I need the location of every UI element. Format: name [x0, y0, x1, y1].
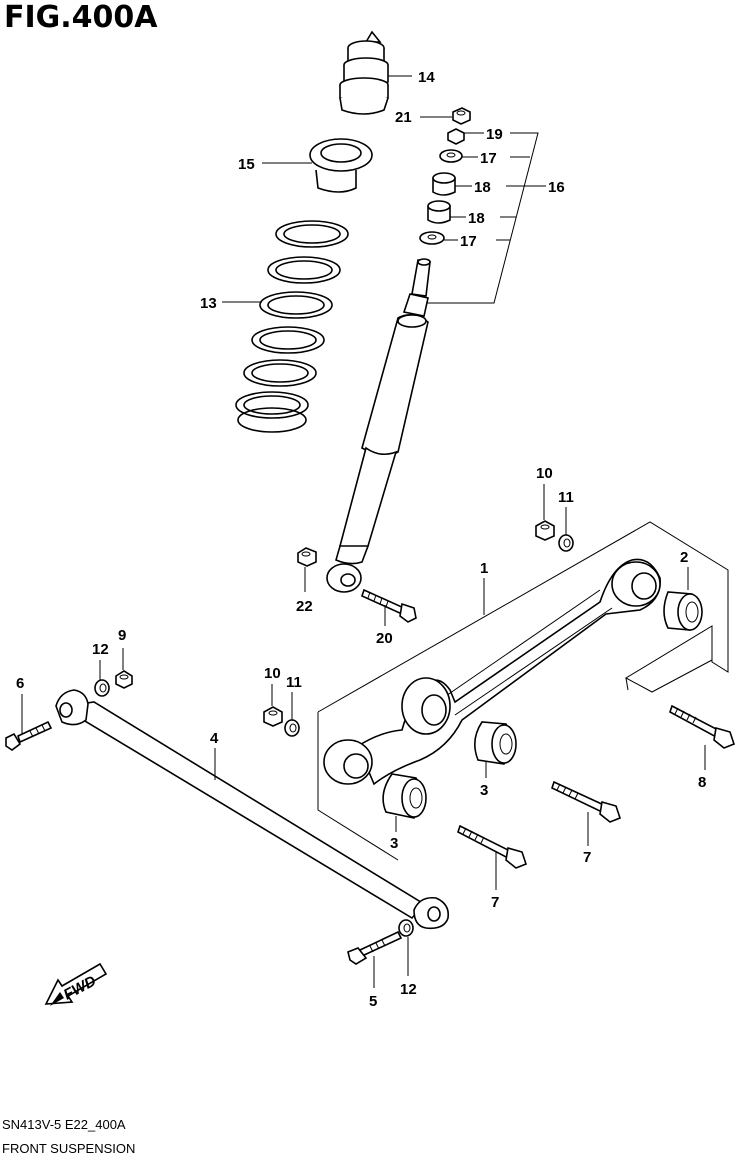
assembly-outline-1: [317, 521, 729, 861]
callout-7-upper: 7: [583, 849, 591, 866]
part-11-washer-lower: [284, 692, 300, 737]
callout-10-lower: 10: [264, 665, 281, 682]
part-10-nut-lower: [263, 684, 283, 727]
part-22-nut: [297, 547, 317, 592]
callout-2: 2: [680, 549, 688, 566]
callout-8: 8: [698, 774, 706, 791]
callout-6: 6: [16, 675, 24, 692]
callout-18-lower: 18: [468, 210, 485, 227]
callout-17-lower: 17: [460, 233, 477, 250]
part-3-bushing-upper: [474, 721, 517, 778]
callout-11-upper: 11: [558, 489, 574, 506]
callout-3-lower: 3: [390, 835, 398, 852]
part-14-bump-stopper: [339, 30, 412, 115]
callout-11-lower: 11: [286, 674, 302, 691]
part-5-bolt: [347, 930, 403, 988]
diagram-caption: FRONT SUSPENSION: [2, 1141, 136, 1156]
callout-10-upper: 10: [536, 465, 553, 482]
callout-15: 15: [238, 156, 255, 173]
part-4-lateral-rod: [55, 689, 450, 930]
part-8-bolt: [669, 704, 735, 770]
callout-9: 9: [118, 627, 126, 644]
callout-4: 4: [210, 730, 219, 747]
part-6-bolt: [5, 694, 53, 751]
figure-title: FIG.400A: [4, 0, 158, 35]
callout-5: 5: [369, 993, 377, 1010]
callout-7-lower: 7: [491, 894, 499, 911]
part-13-coil-spring: [235, 220, 349, 433]
callout-labels: 14 21 19 17 15 18 16 18 17 13 10 11 2 1 …: [16, 69, 706, 1010]
callout-19: 19: [486, 126, 503, 143]
callout-13: 13: [200, 295, 217, 312]
part-18-bushing-lower: [427, 200, 466, 224]
part-7-bolt-lower: [457, 824, 527, 890]
callout-17-upper: 17: [480, 150, 497, 167]
part-15-spring-seat: [262, 138, 373, 193]
part-2-bushing: [663, 591, 703, 631]
callout-3-upper: 3: [480, 782, 488, 799]
part-10-nut-upper: [535, 484, 555, 541]
part-9-nut: [115, 648, 133, 689]
leader-16-bracket: [426, 132, 546, 304]
part-21-nut: [420, 107, 471, 125]
part-18-bushing-upper: [432, 172, 472, 196]
part-11-washer-upper: [558, 507, 574, 552]
callout-14: 14: [418, 69, 435, 86]
callout-16: 16: [548, 179, 565, 196]
callout-12-upper: 12: [92, 641, 109, 658]
callout-12-lower: 12: [400, 981, 417, 998]
diagram-code: SN413V-5 E22_400A: [2, 1117, 126, 1132]
part-1-lower-arm: [323, 558, 661, 786]
callout-22: 22: [296, 598, 313, 615]
callout-18-upper: 18: [474, 179, 491, 196]
part-7-bolt-upper: [551, 780, 621, 846]
part-19-nut: [447, 128, 484, 145]
callout-1: 1: [480, 560, 488, 577]
part-12-washer-upper: [94, 660, 110, 697]
part-12-washer-lower: [398, 919, 414, 976]
part-20-bolt: [361, 588, 417, 626]
callout-20: 20: [376, 630, 393, 647]
callout-21: 21: [395, 109, 412, 126]
part-3-bushing-lower: [382, 773, 427, 832]
shock-absorber: [326, 258, 431, 593]
part-17-washer-lower: [419, 231, 458, 245]
fwd-arrow-icon: FWD: [44, 962, 108, 1006]
part-17-washer-upper: [439, 149, 478, 163]
